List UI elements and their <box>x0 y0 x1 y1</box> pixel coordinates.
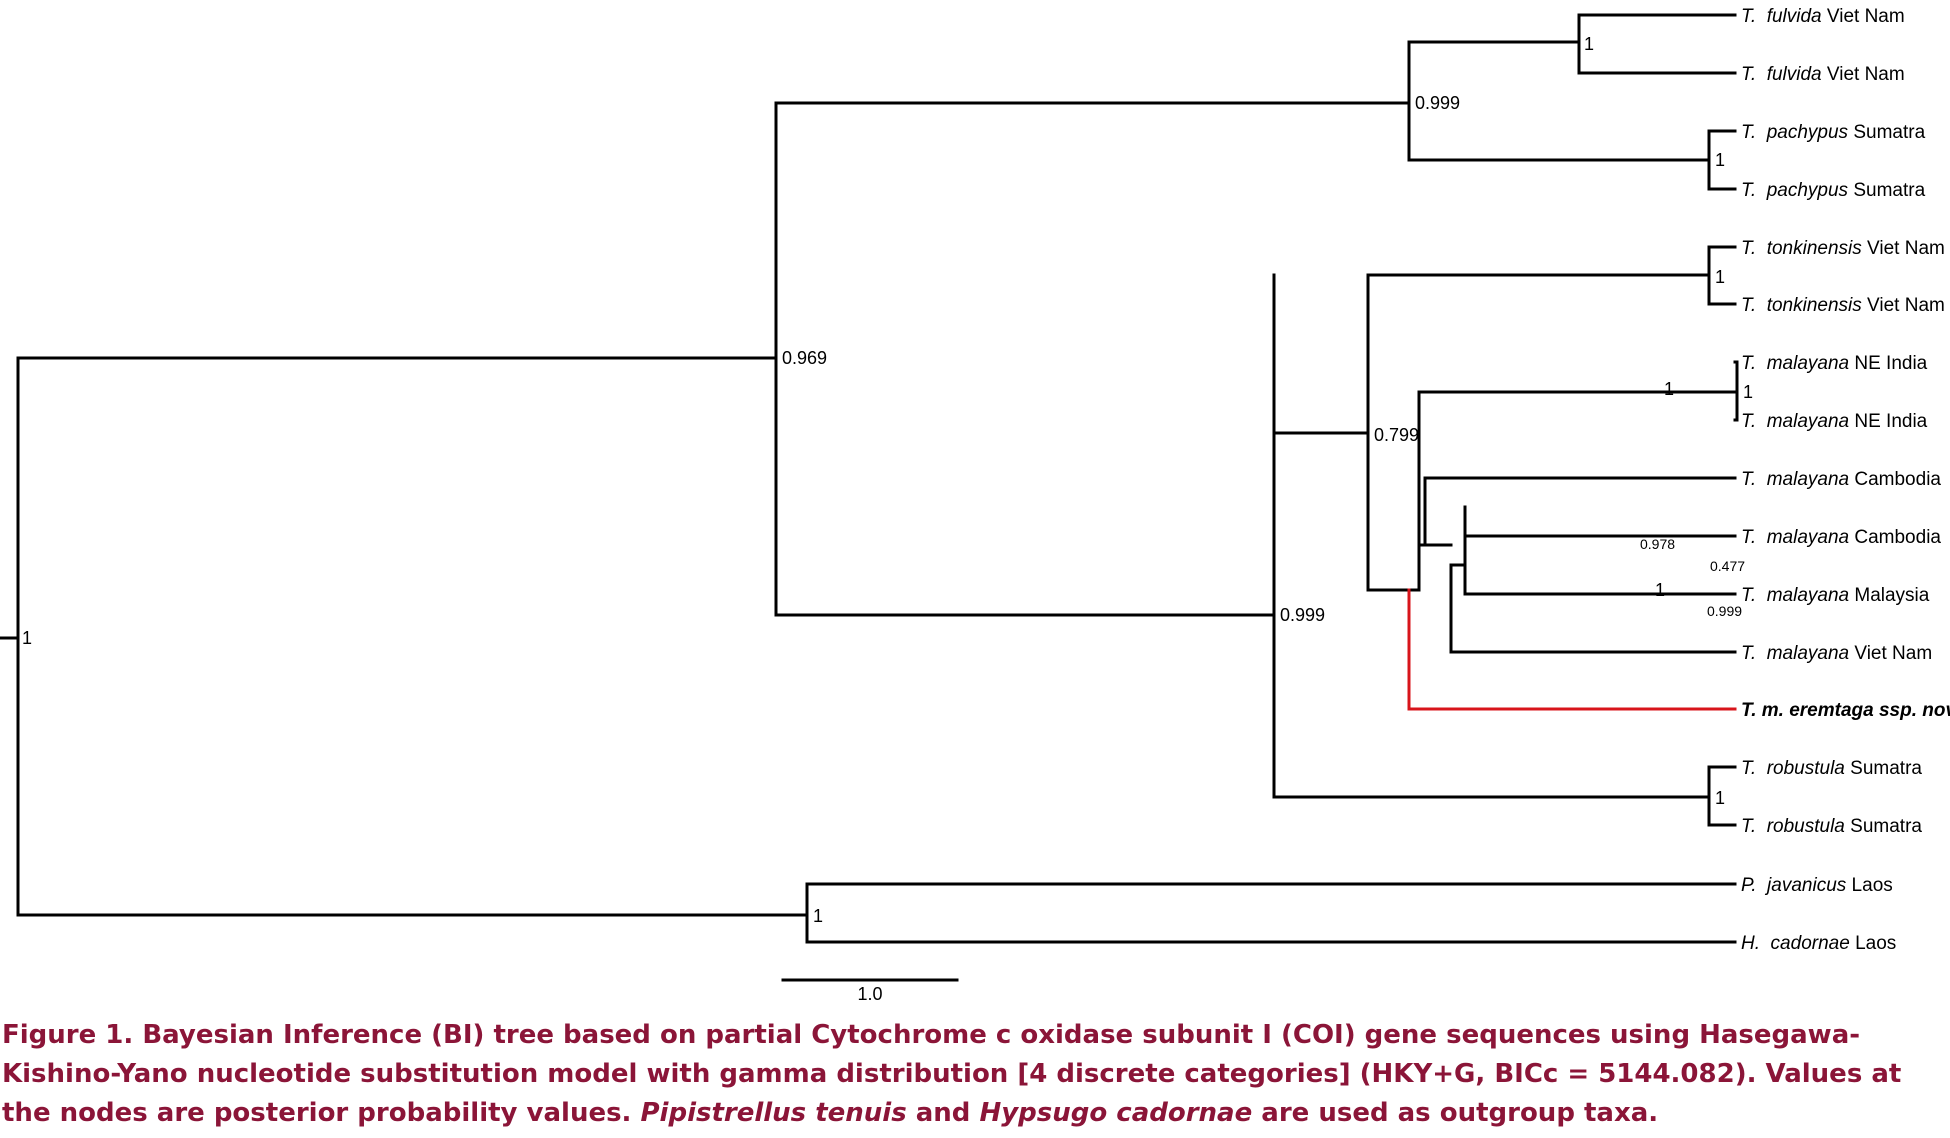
support-value: 0.477 <box>1710 558 1745 574</box>
tip-label: T. fulvida Viet Nam <box>1741 6 1905 27</box>
tip-label: T. pachypus Sumatra <box>1741 122 1926 143</box>
caption-and: and <box>906 1098 980 1128</box>
tip-label: T. malayana NE India <box>1741 411 1928 432</box>
scale-bar-label: 1.0 <box>857 984 882 1004</box>
tip-label: T. malayana Malaysia <box>1741 585 1930 606</box>
support-value: 1 <box>1584 34 1594 54</box>
tip-label: T. fulvida Viet Nam <box>1741 64 1905 85</box>
support-value: 1 <box>1715 788 1725 808</box>
support-value: 1 <box>1655 580 1665 600</box>
tip-label: T. robustula Sumatra <box>1741 816 1922 837</box>
tree-branches <box>0 13 1739 944</box>
tip-label: T. malayana NE India <box>1741 353 1928 374</box>
tip-labels: T. fulvida Viet Nam T. fulvida Viet NamT.… <box>1741 6 1950 954</box>
support-value: 1 <box>813 906 823 926</box>
support-value: 0.969 <box>782 348 827 368</box>
tip-label: P. javanicus Laos <box>1741 875 1893 896</box>
support-value: 0.999 <box>1280 605 1325 625</box>
tip-label: T. tonkinensis Viet Nam <box>1741 238 1945 259</box>
support-value: 0.978 <box>1640 536 1675 552</box>
caption-lead: Figure 1. Bayesian Inference (BI) tree b… <box>2 1020 1902 1128</box>
support-value: 0.999 <box>1707 603 1742 619</box>
support-value: 0.799 <box>1374 425 1419 445</box>
scale-bar: 1.0 <box>781 978 959 1004</box>
tip-label: T. m. eremtaga ssp. nov. <box>1741 700 1950 721</box>
caption-outgroup-1: Pipistrellus tenuis <box>640 1098 907 1128</box>
support-value: 1 <box>1664 379 1674 399</box>
support-value: 1 <box>1715 150 1725 170</box>
support-value: 0.999 <box>1415 93 1460 113</box>
tip-label: T. robustula Sumatra <box>1741 758 1922 779</box>
phylogenetic-tree: T. fulvida Viet Nam T. fulvida Viet NamT.… <box>0 6 1950 1004</box>
support-value: 1 <box>1715 267 1725 287</box>
support-labels: 1 0.969 0.999 1 1 0.999 0.799 1 1 1 1 0.978 0.477 0.9… <box>22 34 1753 926</box>
figure-caption: Figure 1. Bayesian Inference (BI) tree b… <box>2 1016 1942 1133</box>
tip-label: T. tonkinensis Viet Nam <box>1741 295 1945 316</box>
support-value: 1 <box>22 628 32 648</box>
tip-label: T. malayana Viet Nam <box>1741 643 1932 664</box>
support-value: 1 <box>1743 382 1753 402</box>
caption-outgroup-2: Hypsugo cadornae <box>979 1098 1253 1128</box>
tip-label: T. malayana Cambodia <box>1741 527 1941 548</box>
tip-label: T. pachypus Sumatra <box>1741 180 1926 201</box>
tip-label: T. malayana Cambodia <box>1741 469 1941 490</box>
caption-tail: are used as outgroup taxa. <box>1252 1098 1659 1128</box>
tip-label: H. cadornae Laos <box>1741 933 1896 954</box>
